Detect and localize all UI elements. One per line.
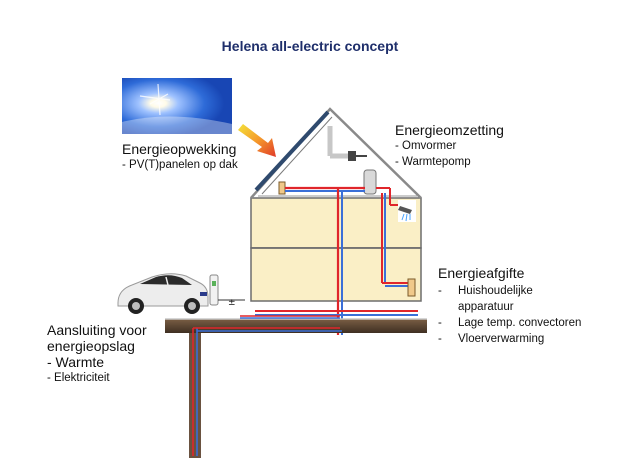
diagram-title: Helena all-electric concept: [221, 38, 399, 54]
section-heading-line1: Aansluiting voor: [47, 322, 147, 338]
section-energieopwekking: Energieopwekking - PV(T)panelen op dak: [122, 141, 238, 173]
sun-photo: [122, 78, 232, 134]
section-item: -Lage temp. convectoren: [438, 317, 582, 329]
house: [250, 107, 422, 302]
svg-text:±: ±: [228, 298, 236, 308]
section-item: - Elektriciteit: [47, 372, 110, 384]
section-energieomzetting: Energieomzetting - Omvormer - Warmtepomp: [395, 122, 504, 170]
pipes: [255, 186, 418, 335]
section-item: -Huishoudelijke apparatuur: [438, 285, 533, 313]
section-item: - Warmte: [47, 354, 105, 370]
section-heading: Energieopwekking: [122, 141, 237, 157]
charger-icon: ±: [209, 274, 245, 308]
ground-probe: [189, 327, 342, 458]
section-heading-line2: energieopslag: [47, 338, 135, 354]
section-heading: Energieomzetting: [395, 122, 504, 138]
section-item: - PV(T)panelen op dak: [122, 159, 238, 171]
section-aansluiting: Aansluiting voor energieopslag - Warmte …: [47, 322, 147, 386]
section-item: - Omvormer: [395, 140, 457, 152]
radiator-icon: [407, 278, 416, 297]
heat-pump-icon: [363, 169, 377, 195]
section-heading: Energieafgifte: [438, 265, 525, 281]
shower-icon: [398, 200, 416, 222]
section-item: -Vloerverwarming: [438, 333, 545, 345]
arrow-icon: [238, 124, 276, 157]
ventilation-duct: [327, 126, 367, 161]
inverter-icon: [278, 181, 286, 195]
car-icon: [117, 273, 209, 314]
section-energieafgifte: Energieafgifte -Huishoudelijke apparatuu…: [438, 265, 616, 347]
ground-slab: [165, 315, 427, 333]
section-item: - Warmtepomp: [395, 156, 471, 168]
